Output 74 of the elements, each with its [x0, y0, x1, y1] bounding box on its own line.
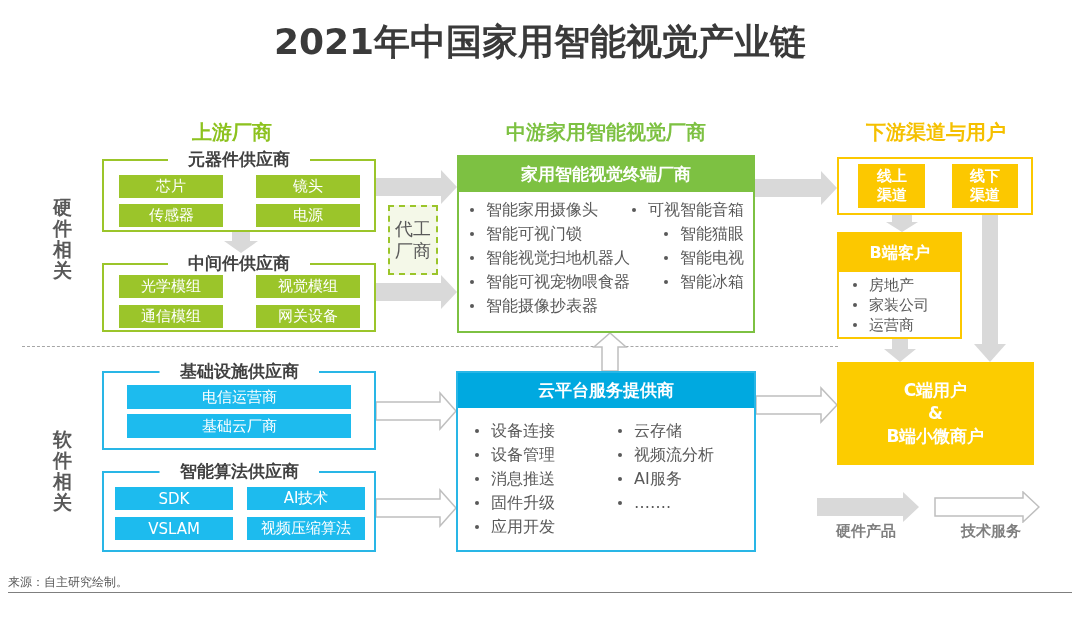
list-item: 设备连接 — [471, 419, 555, 443]
list-item: AI服务 — [614, 467, 682, 491]
list-item: 智能可视门锁 — [466, 222, 582, 246]
item-tile: 芯片 — [119, 175, 223, 198]
list-item: ……. — [614, 491, 672, 515]
group-title: 中间件供应商 — [188, 253, 290, 273]
item-tile: 线上渠道 — [858, 164, 925, 208]
list-panel — [837, 232, 962, 339]
block-arrow — [884, 339, 916, 362]
block-label: C端用户 & B端小微商户 — [885, 379, 986, 448]
list-item: 智能电视 — [660, 246, 744, 270]
dashed-box: 代工厂商 — [388, 205, 438, 275]
column-heading: 上游厂商 — [192, 120, 272, 144]
source-note: 来源：自主研究绘制。 — [8, 575, 128, 590]
item-tile: AI技术 — [247, 487, 365, 510]
list-item: 智能猫眼 — [660, 222, 744, 246]
item-tile: SDK — [115, 487, 233, 510]
item-tile: 电信运营商 — [127, 385, 351, 409]
list-item: 消息推送 — [471, 467, 555, 491]
list-item: 设备管理 — [471, 443, 555, 467]
block-arrow — [886, 215, 918, 232]
legend-label: 硬件产品 — [836, 522, 896, 540]
item-tile: 传感器 — [119, 204, 223, 227]
list-item: 视频流分析 — [614, 443, 714, 467]
item-tile: 电源 — [256, 204, 360, 227]
row-heading: 软件相关 — [53, 429, 72, 513]
block-arrow — [755, 171, 837, 205]
list-item: 家装公司 — [849, 295, 929, 315]
list-item: 智能视觉扫地机器人 — [466, 246, 630, 270]
group-frame — [102, 461, 376, 552]
diagram-title: 2021年中国家用智能视觉产业链 — [273, 20, 807, 64]
outline-arrow — [375, 488, 457, 528]
item-tile: 基础云厂商 — [127, 414, 351, 438]
outline-arrow — [755, 386, 839, 424]
list-item: 运营商 — [849, 315, 914, 335]
list-item: 应用开发 — [471, 515, 555, 539]
panel-header: 云平台服务提供商 — [458, 373, 754, 408]
group-frame — [102, 149, 376, 232]
list-item: 智能可视宠物喂食器 — [466, 270, 630, 294]
panel-header: B端客户 — [839, 234, 960, 272]
list-item: 可视智能音箱 — [628, 198, 744, 222]
outline-arrow — [375, 391, 457, 431]
list-item: 云存储 — [614, 419, 682, 443]
item-tile: 视频压缩算法 — [247, 517, 365, 540]
block-arrow — [974, 215, 1006, 362]
list-panel — [457, 155, 755, 333]
block-arrow — [376, 170, 457, 204]
list-item: 固件升级 — [471, 491, 555, 515]
column-heading: 下游渠道与用户 — [866, 120, 1006, 144]
item-tile: 线下渠道 — [952, 164, 1018, 208]
outline-frame — [837, 157, 1033, 215]
row-heading: 硬件相关 — [53, 197, 72, 281]
group-frame — [102, 361, 376, 450]
list-item: 智能摄像抄表器 — [466, 294, 598, 318]
group-frame — [102, 253, 376, 332]
legend-label: 技术服务 — [961, 522, 1021, 540]
panel-header: 家用智能视觉终端厂商 — [459, 157, 753, 192]
item-tile: 网关设备 — [256, 305, 360, 328]
block-arrow — [224, 232, 258, 253]
group-title: 智能算法供应商 — [179, 461, 299, 481]
list-panel — [456, 371, 756, 552]
item-tile: VSLAM — [115, 517, 233, 540]
item-tile: 通信模组 — [119, 305, 223, 328]
group-title: 元器件供应商 — [188, 149, 290, 169]
group-title: 基础设施供应商 — [179, 361, 299, 381]
item-tile: 视觉模组 — [256, 275, 360, 298]
list-item: 智能家用摄像头 — [466, 198, 598, 222]
block-arrow — [376, 275, 457, 309]
list-item: 智能冰箱 — [660, 270, 744, 294]
item-tile: 光学模组 — [119, 275, 223, 298]
item-tile: 镜头 — [256, 175, 360, 198]
highlight-block — [837, 362, 1034, 465]
list-item: 房地产 — [849, 275, 914, 295]
outline-arrow — [592, 332, 628, 372]
